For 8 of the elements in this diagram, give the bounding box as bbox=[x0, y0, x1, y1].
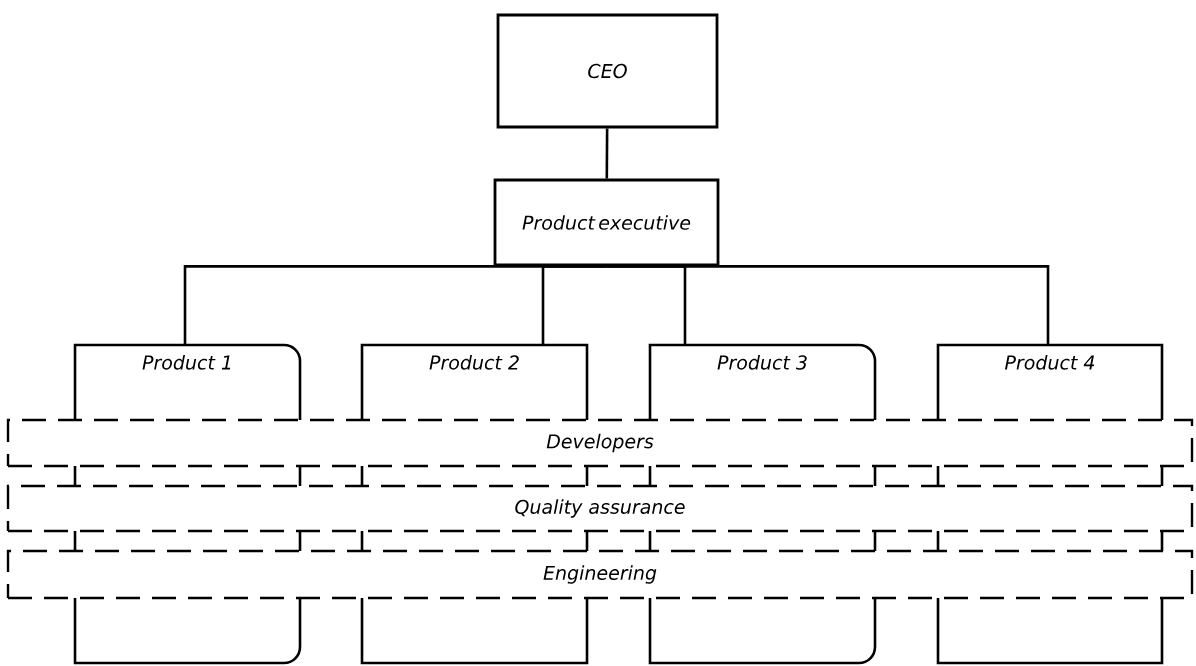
connector-line bbox=[541, 265, 607, 345]
connector-line bbox=[605, 128, 609, 179]
dashed-band: Quality assurance bbox=[6, 484, 1194, 533]
dashed-band: Developers bbox=[6, 418, 1194, 468]
role-box: CEO bbox=[496, 13, 719, 129]
role-box: Product executive bbox=[493, 178, 720, 267]
connector-line bbox=[606, 265, 1050, 345]
dashed-band: Engineering bbox=[6, 549, 1194, 600]
